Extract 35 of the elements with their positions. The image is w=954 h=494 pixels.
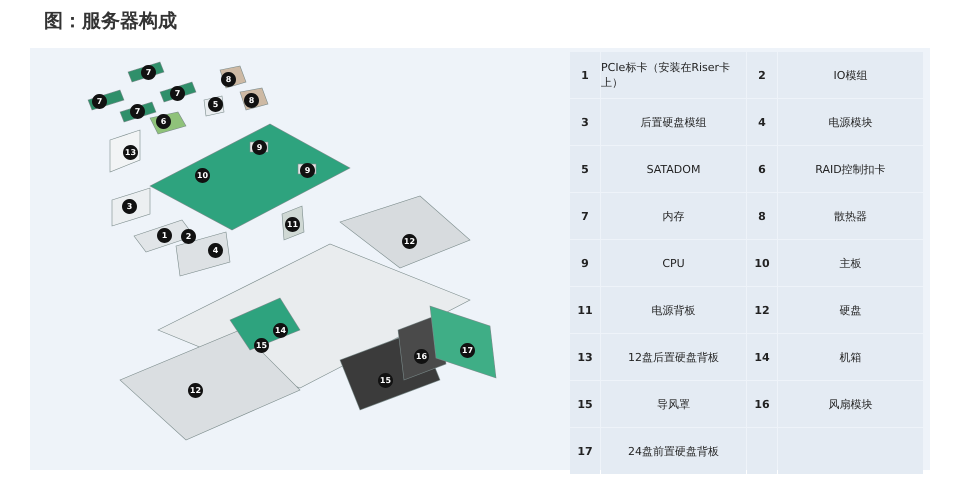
diagram-title: 图：服务器构成 (44, 9, 177, 34)
part-name-cell: 内存 (601, 193, 746, 239)
part-name-cell: 12盘后置硬盘背板 (601, 334, 746, 380)
part-name-cell: 机箱 (778, 334, 923, 380)
part-number-cell: 10 (747, 240, 777, 286)
part-number-cell: 12 (747, 287, 777, 333)
part-number-cell: 9 (570, 240, 600, 286)
part-number-cell: 16 (747, 381, 777, 427)
part-number-cell: 4 (747, 99, 777, 145)
part-number-cell: 8 (747, 193, 777, 239)
part-name-cell: CPU (601, 240, 746, 286)
part-name-cell: PCIe标卡（安装在Riser卡上） (601, 52, 746, 98)
part-number-cell: 17 (570, 428, 600, 474)
part-number-cell: 6 (747, 146, 777, 192)
part-name-cell: SATADOM (601, 146, 746, 192)
part-name-cell: 后置硬盘模组 (601, 99, 746, 145)
part-number-cell: 2 (747, 52, 777, 98)
part-name-cell: 散热器 (778, 193, 923, 239)
part-name-cell: RAID控制扣卡 (778, 146, 923, 192)
part-name-cell: 电源背板 (601, 287, 746, 333)
part-number-cell: 3 (570, 99, 600, 145)
part-number-cell: 7 (570, 193, 600, 239)
part-number-cell: 11 (570, 287, 600, 333)
part-name-cell: 风扇模块 (778, 381, 923, 427)
part-name-cell: 24盘前置硬盘背板 (601, 428, 746, 474)
part-number-cell: 1 (570, 52, 600, 98)
part-number-cell: 15 (570, 381, 600, 427)
part-number-cell: 14 (747, 334, 777, 380)
part-name-cell: 导风罩 (601, 381, 746, 427)
part-name-cell: IO模组 (778, 52, 923, 98)
part-number-cell: 13 (570, 334, 600, 380)
part-name-cell: 主板 (778, 240, 923, 286)
part-number-cell: 5 (570, 146, 600, 192)
part-name-cell: 电源模块 (778, 99, 923, 145)
part-name-cell: 硬盘 (778, 287, 923, 333)
